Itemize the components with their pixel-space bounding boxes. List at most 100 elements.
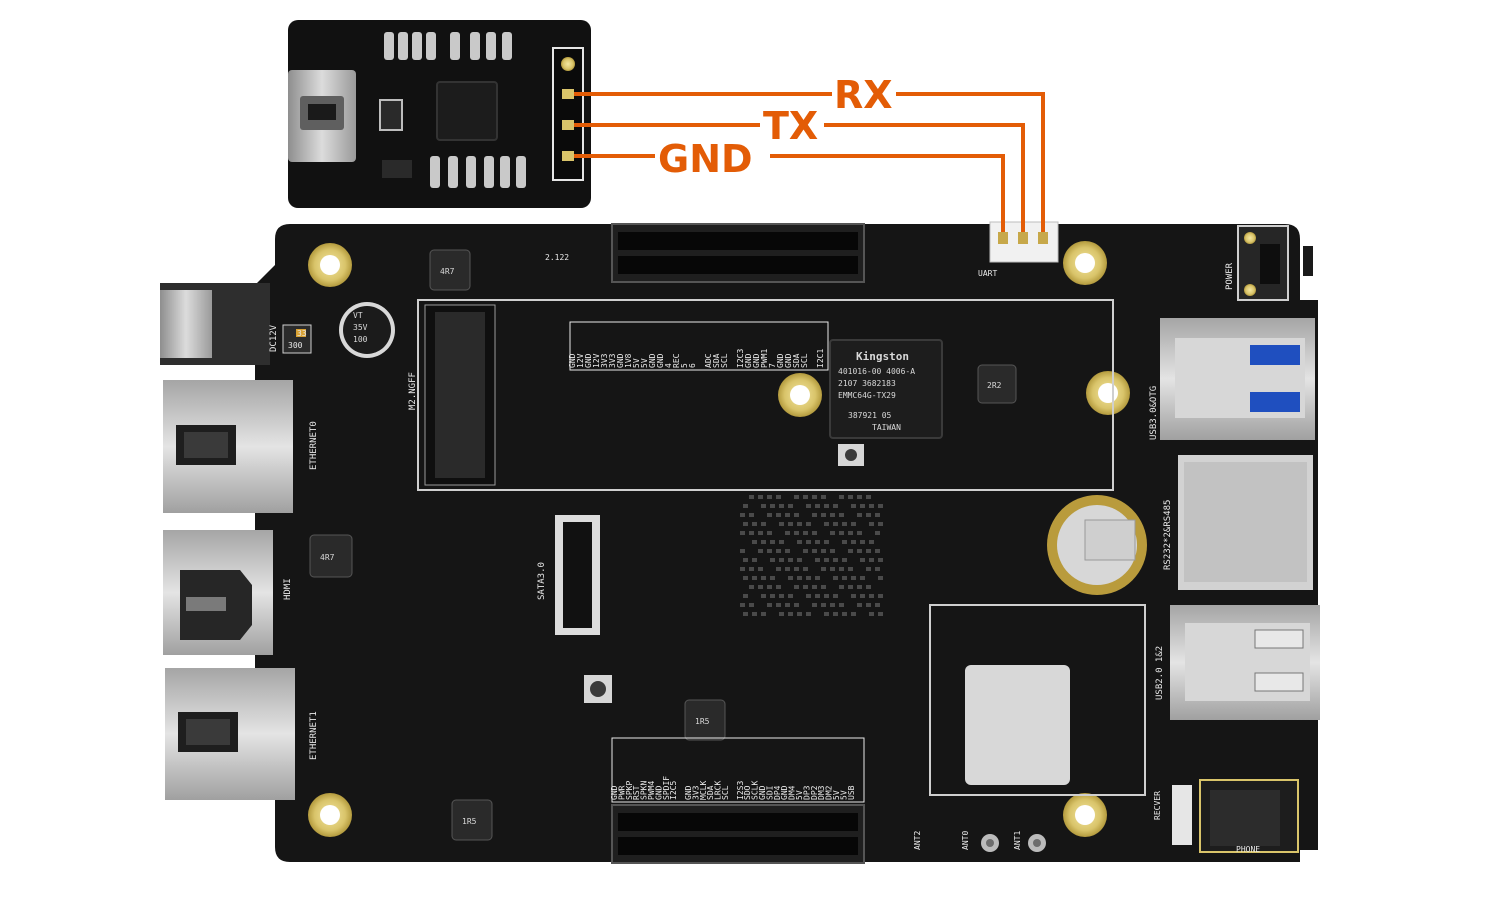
pin-label: USB [847,785,856,800]
bga-pad [767,603,772,607]
bga-pad [797,612,802,616]
emmc-line5: TAIWAN [872,423,901,432]
small-capacitor: 33 300 [282,324,312,354]
pin-label: 5V [795,790,804,800]
bga-pad [794,603,799,607]
emmc-brand: Kingston [856,350,909,363]
bga-pad [833,576,838,580]
bga-pad [839,567,844,571]
bga-pad [740,603,745,607]
ethernet0-port[interactable] [163,380,293,513]
bga-pad [788,612,793,616]
pin-label: SPKP [625,781,634,800]
bga-pad [833,594,838,598]
rs232-rs485-terminal[interactable] [1178,455,1313,590]
bga-pad [758,549,763,553]
bga-pad [758,585,763,589]
bga-pad [803,567,808,571]
bga-pad [824,612,829,616]
main-board: DC12V ETHERNET0 HDMI ETHERNET1 [160,221,1320,864]
bga-pad [875,603,880,607]
pin-label: PWM4 [647,781,656,800]
small-cap-top: 33 [297,329,307,338]
pin-label: SDO [743,785,752,800]
antenna-connectors[interactable] [981,834,1046,852]
hdmi-port[interactable] [163,530,273,655]
bga-pad [761,612,766,616]
bga-pad [770,504,775,508]
board-mark: 2.122 [545,253,569,262]
ethernet1-port[interactable] [165,668,295,800]
bga-pad [830,531,835,535]
bga-pad [815,558,820,562]
reset-button[interactable] [584,675,612,703]
bga-pad [797,522,802,526]
m2-ngff-slot[interactable] [417,299,1114,491]
top-gpio-header[interactable] [611,223,865,283]
label-usb3: USB3.0&OTG [1149,386,1159,440]
bga-pad [758,495,763,499]
sata-fpc-connector[interactable] [555,515,600,635]
bga-pad [749,513,754,517]
bga-pad [743,576,748,580]
bga-pad [761,522,766,526]
bga-pad [770,540,775,544]
bga-pad [839,531,844,535]
pin-label: I2C1 [816,349,825,368]
pin-label: GND [568,353,577,368]
rtc-battery [1047,495,1147,595]
bga-pad [857,585,862,589]
bga-pad [776,585,781,589]
pin-label: RST [632,785,641,800]
label-sata: SATA3.0 [537,562,547,600]
bga-pad [761,576,766,580]
bga-pad [815,504,820,508]
bga-pad [866,513,871,517]
bga-pad [842,522,847,526]
bga-pad [821,567,826,571]
bga-pad [812,603,817,607]
pin-label: GND [616,353,625,368]
bga-pad [743,504,748,508]
wire-gnd [574,154,1005,232]
power-button[interactable] [1237,225,1313,301]
bga-pad [743,612,748,616]
phone-jack[interactable] [1199,779,1299,853]
label-uart: UART [978,269,997,278]
bga-pad [767,513,772,517]
pin-label: I2C5 [669,781,678,800]
bga-pad [878,558,883,562]
bga-pad [866,549,871,553]
pin-label: 1V8 [624,353,633,368]
top-passives [384,32,526,188]
recver-connector[interactable] [1172,785,1192,845]
inductor-1r5-a: 1R5 [684,699,726,741]
bga-pad [830,603,835,607]
bga-pad [833,612,838,616]
bga-pad [779,504,784,508]
bga-pad [866,603,871,607]
pin-label: DP3 [802,785,811,800]
bga-pad [779,594,784,598]
bga-pad [761,540,766,544]
pin-label: 6 [688,363,697,368]
pin-label: GND [648,353,657,368]
bottom-gpio-header[interactable] [611,804,865,864]
usb2-port[interactable] [1170,605,1320,720]
bga-pad [776,549,781,553]
usb3-otg-port[interactable] [1160,318,1315,440]
bga-pad [761,504,766,508]
bga-pad [767,585,772,589]
bga-pad [752,522,757,526]
bga-pad [866,585,871,589]
pin-label: ADC [704,353,713,368]
boot-button[interactable] [838,444,864,466]
bga-pad [842,576,847,580]
dc-power-jack[interactable] [160,283,270,365]
bga-pad [839,585,844,589]
pin-label: 5V [632,358,641,368]
bga-pad [806,612,811,616]
bga-pad [785,567,790,571]
